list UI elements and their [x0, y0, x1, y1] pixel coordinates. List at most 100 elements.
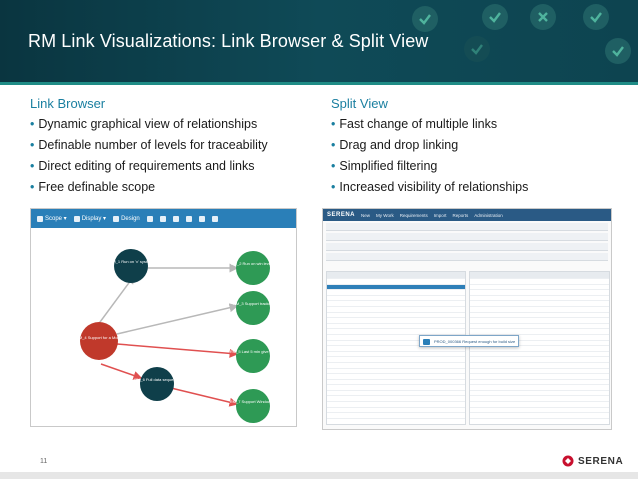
refresh-button[interactable] — [146, 215, 153, 222]
grid-row[interactable] — [470, 363, 609, 369]
grid-row[interactable] — [327, 335, 465, 341]
nav-item[interactable]: Reports — [452, 212, 469, 218]
left-requirements-grid[interactable] — [326, 271, 466, 425]
grid-row[interactable] — [470, 369, 609, 375]
nav-item[interactable]: New — [361, 212, 371, 218]
design-button[interactable]: Design — [113, 215, 140, 222]
graph-node[interactable]: RM_3 Support tracked — [233, 291, 273, 325]
svg-text:RM_2 Run on win level 5: RM_2 Run on win level 5 — [231, 261, 276, 266]
grid-row[interactable] — [470, 313, 609, 319]
serena-brand: SERENA — [562, 455, 623, 467]
split-panels — [326, 271, 610, 426]
grid-row[interactable] — [470, 391, 609, 397]
grid-row[interactable] — [327, 396, 465, 403]
grid-row[interactable] — [327, 318, 465, 324]
grid-row[interactable] — [327, 301, 465, 307]
grid-row[interactable] — [470, 413, 609, 419]
grid-row[interactable] — [327, 346, 465, 352]
grid-row[interactable] — [327, 296, 465, 302]
grid-row[interactable] — [327, 307, 465, 313]
grid-row[interactable] — [327, 279, 465, 285]
graph-node[interactable]: RM_6 Full data sequence — [134, 367, 181, 401]
split-view-toolbar — [326, 223, 608, 231]
nav-item[interactable]: Requirements — [399, 212, 428, 218]
split-view-screenshot: SERENA New My Work Requirements Import R… — [322, 208, 612, 430]
nav-item[interactable]: Import — [433, 212, 447, 218]
grid-row[interactable] — [470, 318, 609, 324]
check-button[interactable] — [159, 215, 166, 222]
graph-link[interactable] — [116, 303, 239, 335]
refresh-icon — [146, 215, 153, 222]
bullet-item: •Definable number of levels for traceabi… — [30, 138, 268, 152]
grid-row[interactable] — [470, 402, 609, 408]
scope-menu[interactable]: Scope ▾ — [37, 215, 67, 222]
grid-row[interactable] — [470, 341, 609, 347]
grid-row[interactable] — [327, 290, 465, 296]
bullet-item: •Drag and drop linking — [331, 138, 459, 152]
grid-row[interactable] — [470, 324, 609, 330]
graph-link[interactable] — [100, 363, 143, 380]
grid-row[interactable] — [327, 324, 465, 330]
grid-row[interactable] — [470, 335, 609, 341]
grid-row[interactable] — [327, 329, 465, 335]
grid-row[interactable] — [327, 352, 465, 358]
graph-link[interactable] — [116, 343, 239, 358]
split-view-filter-bar[interactable] — [326, 243, 608, 251]
grid-row[interactable] — [327, 391, 465, 397]
slide-header: RM Link Visualizations: Link Browser & S… — [0, 0, 638, 82]
grid-row[interactable] — [327, 313, 465, 319]
grid-row[interactable] — [470, 385, 609, 391]
graph-node[interactable]: RM_5 Last 5 min give info — [230, 339, 277, 373]
grid-row[interactable] — [470, 380, 609, 386]
grid-row[interactable] — [470, 374, 609, 380]
nav-item[interactable]: My Work — [376, 212, 394, 218]
grid-row[interactable] — [470, 307, 609, 313]
print-button[interactable] — [185, 215, 192, 222]
grid-row[interactable] — [470, 352, 609, 358]
right-requirements-grid[interactable] — [469, 271, 610, 425]
graph-link[interactable] — [170, 387, 239, 407]
graph-node[interactable]: RM_2 Run on win level 5 — [231, 251, 276, 285]
svg-text:RM_4 Support for a Mode: RM_4 Support for a Mode — [76, 335, 123, 340]
layout-button[interactable] — [172, 215, 179, 222]
plus-icon — [211, 215, 218, 222]
grid-row[interactable] — [470, 296, 609, 302]
grid-row[interactable] — [327, 363, 465, 369]
grid-row[interactable] — [327, 374, 465, 380]
nav-item[interactable]: Administration — [474, 212, 503, 218]
bullet-item: •Increased visibility of relationships — [331, 180, 529, 194]
grid-row[interactable] — [470, 285, 609, 291]
grid-row[interactable] — [327, 369, 465, 375]
grid-row[interactable] — [470, 408, 609, 414]
grid-row[interactable] — [470, 396, 609, 403]
grid-row[interactable] — [470, 290, 609, 296]
link-icon — [423, 339, 430, 345]
grid-row[interactable] — [327, 380, 465, 386]
grid-row[interactable] — [470, 346, 609, 352]
grid-row[interactable] — [470, 357, 609, 363]
graph-node[interactable]: RM_1 Run on 'x' system — [109, 249, 153, 283]
split-view-filter-bar[interactable] — [326, 253, 608, 261]
grid-row[interactable] — [470, 279, 609, 285]
zoom-out-button[interactable] — [198, 215, 205, 222]
grid-row[interactable] — [327, 402, 465, 408]
svg-text:RM_6 Full data sequence: RM_6 Full data sequence — [134, 377, 180, 382]
bullet-item: •Dynamic graphical view of relationships — [30, 117, 258, 131]
grid-row[interactable] — [327, 357, 465, 363]
grid-row[interactable] — [327, 341, 465, 347]
zoom-in-button[interactable] — [211, 215, 218, 222]
graph-node[interactable]: RM_4 Support for a Mode — [76, 322, 123, 360]
display-icon — [73, 215, 80, 222]
graph-node[interactable]: RM_7 Support Windows 8 — [230, 389, 277, 423]
grid-row[interactable] — [470, 329, 609, 335]
grid-row[interactable] — [327, 408, 465, 414]
check-icon — [412, 6, 438, 32]
display-menu[interactable]: Display ▾ — [73, 215, 106, 222]
grid-row[interactable] — [470, 301, 609, 307]
grid-row[interactable] — [327, 413, 465, 419]
search-icon — [37, 215, 43, 222]
minus-icon — [198, 215, 205, 222]
grid-row[interactable] — [327, 385, 465, 391]
split-view-filter-bar[interactable] — [326, 233, 608, 241]
grid-row[interactable] — [327, 284, 465, 291]
